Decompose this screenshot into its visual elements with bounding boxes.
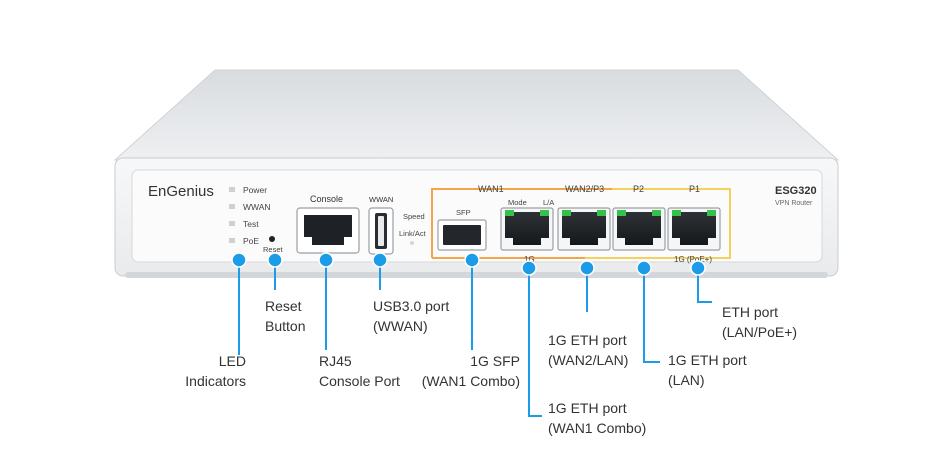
lan-bracket <box>585 188 731 259</box>
callout-poe: ETH port (LAN/PoE+) <box>722 302 797 342</box>
led-power <box>229 187 235 192</box>
dot-console <box>318 252 334 268</box>
sfp-port-socket <box>443 225 481 245</box>
eth-port-wan2[interactable] <box>557 207 611 251</box>
callout-line: (WWAN) <box>373 318 428 334</box>
callout-line: RJ45 <box>319 353 352 369</box>
port-led <box>597 210 606 216</box>
eth-port-p2[interactable] <box>612 207 666 251</box>
eth-port-p1[interactable] <box>667 207 721 251</box>
usb-port-tongue <box>378 216 384 246</box>
console-label: Console <box>310 194 343 204</box>
port-led <box>540 210 549 216</box>
led-test <box>229 221 235 226</box>
dot-reset <box>267 252 283 268</box>
led-label: PoE <box>243 236 259 246</box>
callout-line: 1G ETH port <box>548 400 627 416</box>
dot-led <box>231 252 247 268</box>
leader-lan <box>643 268 660 363</box>
leader-wan1 <box>528 268 542 417</box>
callout-usb: USB3.0 port (WWAN) <box>373 296 449 336</box>
reset-label: Reset <box>263 245 284 254</box>
sfp-label: SFP <box>456 208 471 217</box>
dot-sfp <box>464 252 480 268</box>
callout-line: 1G SFP <box>470 353 520 369</box>
led-label: Power <box>243 185 267 195</box>
model-subtitle: VPN Router <box>775 200 813 207</box>
console-port-socket <box>304 215 352 245</box>
wan1-label: WAN1 <box>478 184 504 194</box>
wan2-label: WAN2/P3 <box>565 184 604 194</box>
p1-label: P1 <box>689 184 700 194</box>
callout-line: Console Port <box>319 373 400 389</box>
speed-label: Speed <box>403 212 425 221</box>
callout-line: (WAN1 Combo) <box>421 373 520 389</box>
brand-logo: EnGenius <box>148 183 214 200</box>
eth-port-wan1[interactable] <box>500 207 554 251</box>
callout-wan2: 1G ETH port (WAN2/LAN) <box>548 330 628 370</box>
callout-leaders <box>238 260 712 417</box>
callout-console: RJ45 Console Port <box>319 351 400 391</box>
callout-lan: 1G ETH port (LAN) <box>668 350 747 390</box>
chassis-bottom-edge <box>125 272 828 278</box>
callout-line: (LAN) <box>668 372 705 388</box>
callout-reset: Reset Button <box>265 296 305 336</box>
model-name: ESG320 <box>775 185 817 197</box>
port-led <box>617 210 626 216</box>
port-led <box>672 210 681 216</box>
linkact-label: Link/Act <box>399 229 427 238</box>
la-label: L/A <box>543 198 554 207</box>
callout-dots <box>231 252 706 276</box>
callout-line: Button <box>265 318 306 334</box>
dot-poe <box>690 260 706 276</box>
callout-line: 1G ETH port <box>668 352 747 368</box>
mode-label: Mode <box>508 198 527 207</box>
port-led <box>505 210 514 216</box>
callout-led: LED Indicators <box>150 351 246 391</box>
callout-line: (LAN/PoE+) <box>722 324 798 340</box>
p2-label: P2 <box>633 184 644 194</box>
wan1-bracket <box>431 188 552 258</box>
callout-line: LED <box>218 353 246 369</box>
callout-line: (WAN2/LAN) <box>548 352 629 368</box>
reset-pinhole[interactable] <box>269 236 275 242</box>
led-wwan <box>229 204 235 209</box>
port-led <box>707 210 716 216</box>
dot-wan2 <box>579 260 595 276</box>
wwan-label: WWAN <box>369 195 393 204</box>
callout-wan1: 1G ETH port (WAN1 Combo) <box>548 398 646 438</box>
led-indicator-group: Power WWAN Test PoE <box>229 185 271 246</box>
callout-line: Indicators <box>185 373 246 389</box>
dot-lan <box>636 260 652 276</box>
poe-label: 1G (PoE+) <box>674 255 712 264</box>
callout-line: 1G ETH port <box>548 332 627 348</box>
leader-poe <box>697 268 712 303</box>
callout-line: USB3.0 port <box>373 298 450 314</box>
callout-line: (WAN1 Combo) <box>548 420 647 436</box>
sfp-led <box>410 241 414 245</box>
led-label: Test <box>243 219 259 229</box>
chassis-top <box>113 69 840 161</box>
port-led <box>562 210 571 216</box>
callout-line: Reset <box>265 298 302 314</box>
dot-usb <box>372 252 388 268</box>
led-poe <box>229 238 235 243</box>
port-led <box>652 210 661 216</box>
led-label: WWAN <box>243 202 271 212</box>
dot-wan1 <box>521 260 537 276</box>
callout-sfp: 1G SFP (WAN1 Combo) <box>400 351 520 391</box>
callout-line: ETH port <box>722 304 779 320</box>
speed-1g-label: 1G <box>524 255 535 264</box>
